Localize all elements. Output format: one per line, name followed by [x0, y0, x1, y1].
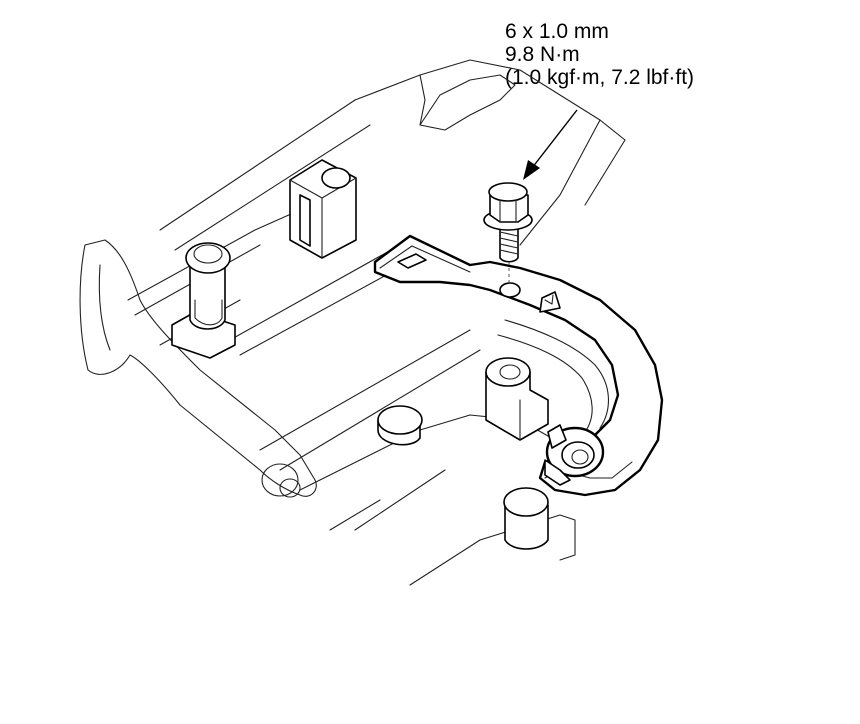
leader-arrow-icon — [523, 109, 578, 180]
upper-boss — [289, 159, 357, 259]
lower-post — [485, 357, 549, 441]
housing-outline — [79, 59, 626, 586]
grommet-clip — [544, 424, 605, 486]
bolt-size-label: 6 x 1.0 mm — [505, 20, 609, 43]
harness-bracket — [373, 234, 664, 497]
torque-nm-label: 9.8 N·m — [505, 43, 580, 66]
torque-callout: 6 x 1.0 mm 9.8 N·m (1.0 kgf·m, 7.2 lbf·f… — [505, 20, 694, 89]
left-pivot-post — [171, 242, 236, 359]
torque-alt-label: (1.0 kgf·m, 7.2 lbf·ft) — [505, 66, 695, 89]
bottom-center-post — [377, 405, 549, 550]
flange-bolt-icon — [483, 182, 533, 285]
